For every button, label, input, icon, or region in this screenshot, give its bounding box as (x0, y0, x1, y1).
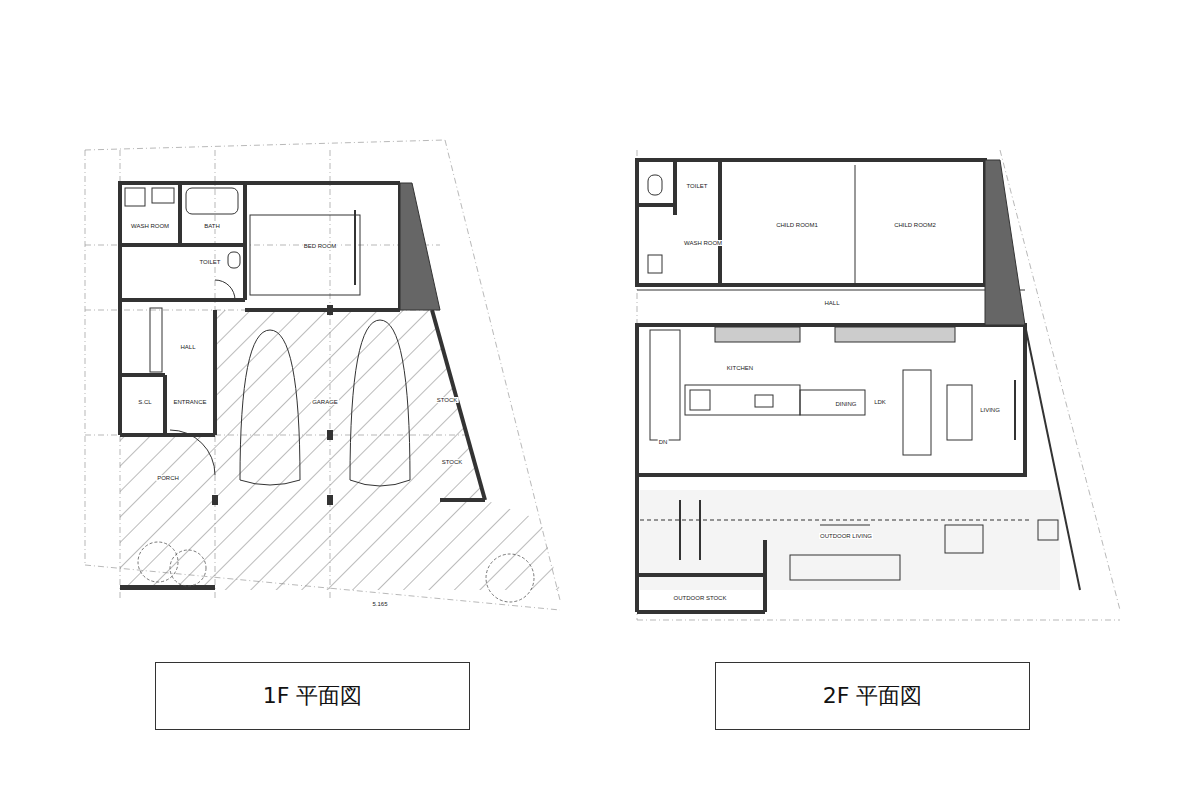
room-label: STOCK (441, 459, 464, 465)
columns-1f (120, 305, 333, 590)
room-label: CHILD ROOM1 (775, 222, 819, 228)
room-label: BATH (203, 223, 221, 229)
room-label: DINING (835, 401, 858, 407)
room-label: OUTDOOR LIVING (819, 533, 873, 539)
walls-1f (120, 183, 485, 500)
caption-box: 2F 平面図 (715, 662, 1030, 730)
room-label: LIVING (979, 407, 1001, 413)
room-label: HALL (179, 344, 196, 350)
room-label: TOILET (199, 259, 222, 265)
caption-text: 2F 平面図 (823, 681, 923, 711)
room-label: 5.165 (371, 601, 388, 607)
room-label: STOCK (436, 397, 459, 403)
room-label: ENTRANCE (172, 399, 207, 405)
site-lines-1f (85, 140, 560, 610)
porch-hatch (120, 435, 215, 590)
room-label: HALL (823, 300, 840, 306)
walls-2f (637, 160, 1080, 612)
room-label: LDK (873, 399, 887, 405)
site-lines-2f (637, 150, 1120, 620)
room-label: CHILD ROOM2 (893, 222, 937, 228)
caption-box: 1F 平面図 (155, 662, 470, 730)
room-label: WASH ROOM (130, 223, 170, 229)
room-label: PORCH (156, 475, 180, 481)
caption-text: 1F 平面図 (263, 681, 363, 711)
fixtures-2f (648, 175, 1058, 580)
wall-triangle-2f (985, 160, 1025, 325)
room-label: KITCHEN (726, 365, 754, 371)
fixtures-1f (125, 188, 410, 486)
room-label: OUTDOOR STOCK (673, 595, 728, 601)
room-label: WASH ROOM (683, 240, 723, 246)
wall-triangle-1f (400, 183, 440, 310)
room-label: DN (658, 439, 669, 445)
garage-hatch (215, 310, 560, 590)
room-label: TOILET (686, 183, 709, 189)
room-label: BED ROOM (303, 243, 338, 249)
railing-2f (640, 500, 1030, 560)
room-label: GARAGE (311, 399, 339, 405)
room-label: S.CL (137, 399, 152, 405)
trees-1f (138, 542, 534, 602)
